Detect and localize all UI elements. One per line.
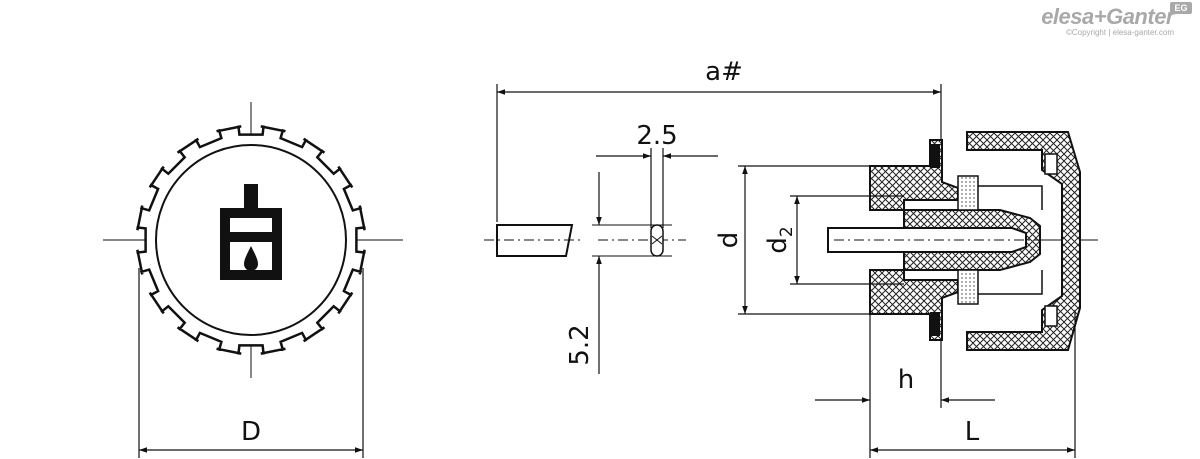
shaft-stub — [496, 224, 574, 257]
label-a: a# — [705, 57, 743, 87]
label-slot-width: 2.5 — [636, 121, 677, 151]
brand-badge: EG — [1170, 2, 1192, 14]
label-L: L — [965, 417, 980, 447]
base-flange — [869, 139, 959, 211]
side-section-view: d d2 a# h L — [496, 57, 1098, 458]
insert-top — [957, 175, 979, 211]
label-shaft-height: 5.2 — [565, 324, 595, 365]
insert-bottom — [957, 269, 979, 305]
seal-bottom — [930, 312, 940, 336]
base-flange-lower — [869, 269, 959, 341]
brand-copyright: ©Copyright | elesa-ganter.com — [1065, 28, 1174, 37]
label-h: h — [898, 365, 914, 395]
shaft — [827, 227, 1027, 253]
label-d: d — [714, 232, 744, 249]
oil-pump-icon — [220, 184, 282, 280]
seal-top — [930, 144, 940, 168]
label-d2-subscript: 2 — [777, 226, 797, 237]
brand-name: elesa+Ganter — [1041, 4, 1174, 29]
brand-logo: elesa+Ganter ©Copyright | elesa-ganter.c… — [1041, 2, 1192, 38]
slot-detail: 2.5 5.2 — [484, 121, 718, 374]
cap-shell — [966, 131, 1081, 351]
label-d2: d2 — [763, 226, 797, 253]
label-D: D — [241, 417, 261, 447]
front-view: D — [103, 102, 403, 458]
